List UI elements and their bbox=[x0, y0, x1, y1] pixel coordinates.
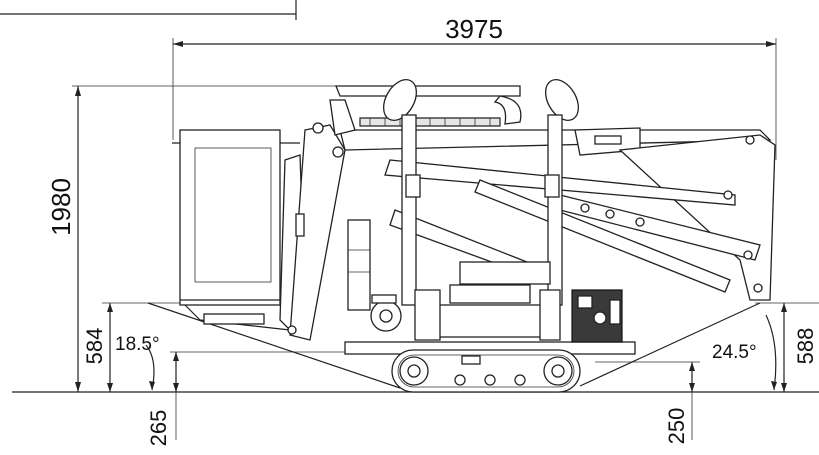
outrigger-pads bbox=[382, 79, 580, 121]
spider-lift-machine bbox=[172, 79, 776, 393]
stowed-height-label: 1980 bbox=[46, 178, 76, 236]
approach-angle-label: 18.5° bbox=[115, 334, 160, 355]
jib-arm bbox=[279, 122, 346, 341]
engine bbox=[571, 289, 623, 343]
departure-angle-label: 24.5° bbox=[712, 342, 757, 363]
ground-clearance-label: 250 bbox=[664, 408, 689, 445]
stowed-height-dimension: 1980 bbox=[46, 85, 340, 392]
outrigger-legs bbox=[401, 114, 563, 306]
front-ground-height-label: 584 bbox=[82, 328, 107, 365]
approach-angle-dimension: 18.5° bbox=[115, 302, 401, 391]
front-clearance-label: 265 bbox=[146, 410, 171, 447]
work-basket bbox=[172, 129, 300, 331]
rear-ground-height-dimension: 588 bbox=[755, 302, 819, 392]
overall-length-dimension: 3975 bbox=[172, 14, 777, 160]
hydraulic-components bbox=[347, 219, 402, 332]
rear-ground-height-label: 588 bbox=[793, 328, 818, 365]
ground-clearance-dimension: 250 bbox=[595, 361, 700, 445]
overall-length-label: 3975 bbox=[445, 14, 503, 44]
front-ground-height-dimension: 584 bbox=[82, 302, 185, 392]
front-clearance-dimension: 265 bbox=[146, 351, 430, 447]
crawler-track bbox=[391, 349, 581, 393]
chassis-frame bbox=[344, 261, 636, 355]
departure-angle-dimension: 24.5° bbox=[579, 302, 777, 391]
title-frame-fragment bbox=[0, 0, 297, 20]
